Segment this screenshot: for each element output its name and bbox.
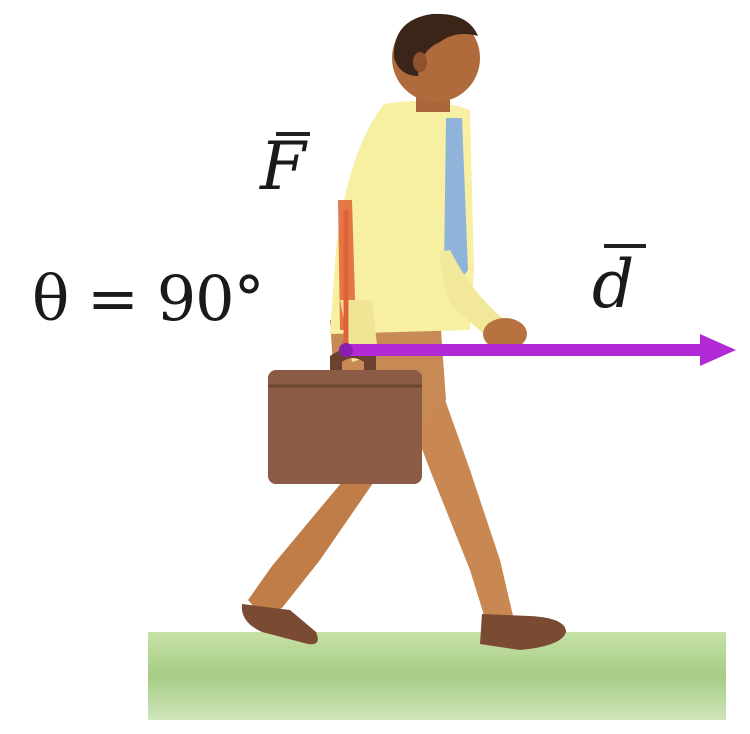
tie <box>444 118 468 286</box>
force-symbol: F <box>260 128 306 205</box>
arrow-origin <box>339 343 353 357</box>
displacement-symbol: d <box>592 246 635 323</box>
back-shoe <box>241 604 318 645</box>
hand <box>483 318 527 350</box>
displacement-vector-label: d <box>592 246 634 323</box>
front-leg <box>396 380 514 628</box>
back-leg <box>248 470 382 616</box>
force-vector-label: F <box>260 128 306 205</box>
angle-label: θ = 90° <box>32 262 265 335</box>
ear <box>413 52 427 72</box>
ground <box>148 632 726 720</box>
force-vector-overbar <box>276 132 310 136</box>
shirt <box>330 101 474 334</box>
displacement-vector-overbar <box>604 244 646 248</box>
displacement-arrowhead <box>700 334 736 366</box>
briefcase <box>268 370 422 484</box>
front-shoe <box>480 614 566 650</box>
